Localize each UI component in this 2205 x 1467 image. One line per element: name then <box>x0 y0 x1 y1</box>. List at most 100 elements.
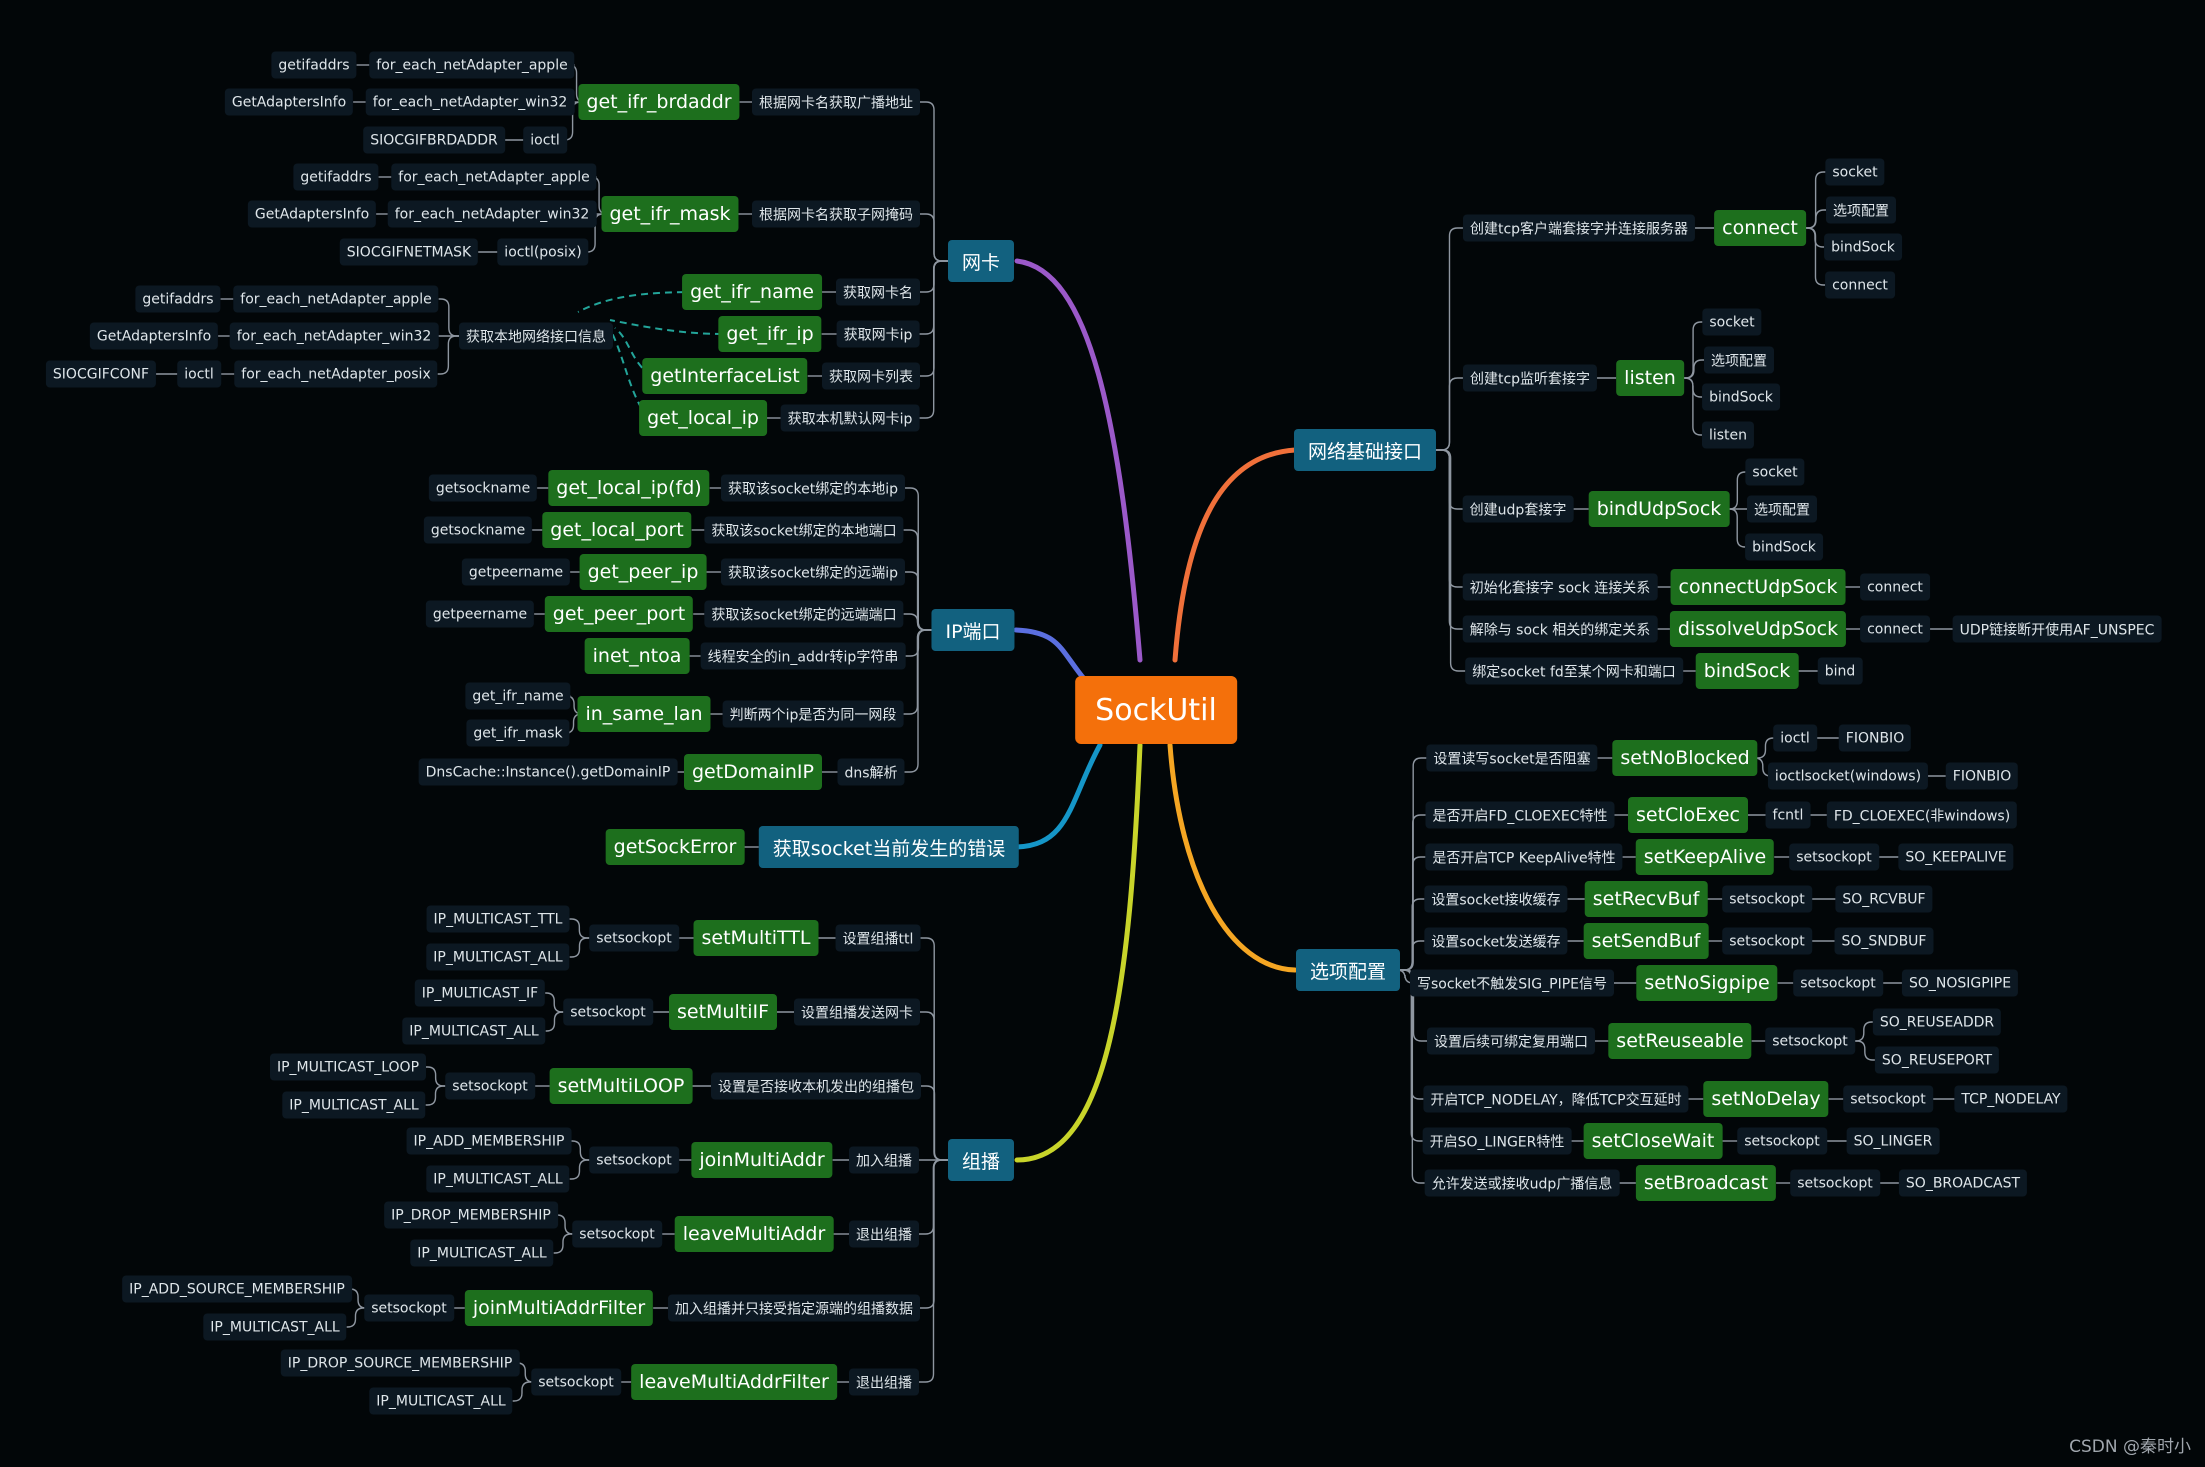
connector-leaf-leave-1 <box>557 1214 574 1235</box>
fn-get-local-port[interactable]: get_local_port <box>542 512 692 548</box>
desc-ttl: 设置组播ttl <box>835 924 921 952</box>
fn-get-local-ip[interactable]: get_local_ip <box>639 400 767 436</box>
desc-broadcast: 允许发送或接收udp广播信息 <box>1424 1169 1620 1197</box>
via-ttl: setsockopt <box>589 924 679 952</box>
desc-dudp: 解除与 sock 相关的绑定关系 <box>1462 615 1658 643</box>
fn-get-peer-port[interactable]: get_peer_port <box>544 596 694 632</box>
desc-leavef: 退出组播 <box>849 1368 919 1396</box>
leaf-lan-mask: get_ifr_mask <box>466 719 570 747</box>
fn-join-multi-addr[interactable]: joinMultiAddr <box>691 1142 833 1178</box>
fn-in-same-lan[interactable]: in_same_lan <box>577 696 711 732</box>
branch-wangka[interactable]: 网卡 <box>947 240 1015 282</box>
fn-get-ifr-name[interactable]: get_ifr_name <box>682 274 822 310</box>
fn-get-ifr-ip[interactable]: get_ifr_ip <box>718 316 822 352</box>
connector-leaf-ttl-1 <box>569 918 590 939</box>
fn-join-multi-addr-filter[interactable]: joinMultiAddrFilter <box>464 1290 654 1326</box>
leaf-cudp-1: connect <box>1860 573 1930 601</box>
desc-recvbuf: 设置socket接收缓存 <box>1424 885 1568 913</box>
fn-get-sock-error[interactable]: getSockError <box>605 829 745 865</box>
branch-ip[interactable]: IP端口 <box>931 609 1015 651</box>
desc-ifip: 获取网卡ip <box>836 320 920 348</box>
fn-set-clo-exec[interactable]: setCloExec <box>1627 797 1749 833</box>
connector-desc-sendbuf <box>1400 940 1425 971</box>
via-loop: setsockopt <box>445 1072 535 1100</box>
fn-connect[interactable]: connect <box>1714 210 1806 246</box>
fn-set-multi-loop[interactable]: setMultiLOOP <box>549 1068 693 1104</box>
fn-get-local-ip-fd[interactable]: get_local_ip(fd) <box>548 470 710 506</box>
leaf-dudp-1: connect <box>1860 615 1930 643</box>
fn-bind-udp-sock[interactable]: bindUdpSock <box>1588 491 1730 527</box>
dashed-link-ifip <box>609 319 723 335</box>
leaf-mask-ioctl: ioctl(posix) <box>497 238 589 266</box>
fn-set-broadcast[interactable]: setBroadcast <box>1635 1165 1777 1201</box>
fn-listen[interactable]: listen <box>1616 360 1684 396</box>
desc-leave: 退出组播 <box>849 1220 919 1248</box>
desc-mask: 根据网卡名获取子网掩码 <box>752 200 920 228</box>
fn-set-keep-alive[interactable]: setKeepAlive <box>1635 839 1775 875</box>
desc-loop: 设置是否接收本机发出的组播包 <box>711 1072 921 1100</box>
fn-set-recv-buf[interactable]: setRecvBuf <box>1584 881 1708 917</box>
fn-leave-multi-addr[interactable]: leaveMultiAddr <box>674 1216 834 1252</box>
fn-leave-multi-addr-filter[interactable]: leaveMultiAddrFilter <box>631 1364 837 1400</box>
trunk-multicast <box>1014 742 1143 1163</box>
branch-multicast[interactable]: 组播 <box>947 1139 1015 1181</box>
fn-set-multi-if[interactable]: setMultiIF <box>668 994 778 1030</box>
connector-leaf-conn-2 <box>1805 209 1826 229</box>
fn-set-send-buf[interactable]: setSendBuf <box>1583 923 1709 959</box>
fn-get-peer-ip[interactable]: get_peer_ip <box>579 554 707 590</box>
fn-set-close-wait[interactable]: setCloseWait <box>1583 1123 1723 1159</box>
connector-leaf-loop-1 <box>426 1066 446 1087</box>
leaf-mif-1: IP_MULTICAST_IF <box>414 979 546 1007</box>
fn-bind-sock[interactable]: bindSock <box>1695 653 1799 689</box>
fn-set-multi-ttl[interactable]: setMultiTTL <box>693 920 819 956</box>
desc-brdaddr: 根据网卡名获取广播地址 <box>752 88 920 116</box>
leaf-conn-4: connect <box>1825 271 1895 299</box>
desc-lport: 获取该socket绑定的本地端口 <box>704 516 904 544</box>
connector-desc-dudp <box>1436 449 1463 630</box>
connector-desc-listen <box>1436 377 1463 451</box>
connector-leaf-mif-1 <box>545 992 564 1013</box>
leaf-bind-1: bind <box>1817 657 1863 685</box>
fn-set-no-sigpipe[interactable]: setNoSigpipe <box>1636 965 1778 1001</box>
fn-get-ifr-brdaddr[interactable]: get_ifr_brdaddr <box>578 84 740 120</box>
fn-set-reuseable[interactable]: setReuseable <box>1608 1023 1752 1059</box>
connector-leaf-listen-4 <box>1683 377 1702 436</box>
fn-connect-udp-sock[interactable]: connectUdpSock <box>1670 569 1846 605</box>
leaf-join-2: IP_MULTICAST_ALL <box>426 1165 570 1193</box>
fn-get-interface-list[interactable]: getInterfaceList <box>642 358 808 394</box>
desc-cloexec: 是否开启FD_CLOEXEC特性 <box>1425 801 1615 829</box>
leaf-iface-ioctl: ioctl <box>177 360 221 388</box>
fn-get-ifr-mask[interactable]: get_ifr_mask <box>601 196 739 232</box>
leaf-pport: getpeername <box>425 600 535 628</box>
via-keepalive: setsockopt <box>1789 843 1879 871</box>
via-broadcast: setsockopt <box>1790 1169 1880 1197</box>
leaf-mask-siocg: SIOCGIFNETMASK <box>339 238 479 266</box>
leaf-iface-apple: for_each_netAdapter_apple <box>233 285 439 313</box>
leaf-loop-2: IP_MULTICAST_ALL <box>282 1091 426 1119</box>
fn-get-domain-ip[interactable]: getDomainIP <box>684 754 822 790</box>
root-node[interactable]: SockUtil <box>1075 676 1237 744</box>
connector-leaf-nb-1 <box>1757 737 1774 759</box>
leaf-joinf-1: IP_ADD_SOURCE_MEMBERSHIP <box>122 1275 352 1303</box>
leaf-ttl-1: IP_MULTICAST_TTL <box>426 905 570 933</box>
via-reuseable: setsockopt <box>1765 1027 1855 1055</box>
leaf-pip: getpeername <box>461 558 571 586</box>
desc-lan: 判断两个ip是否为同一网段 <box>722 700 904 728</box>
leaf-mif-2: IP_MULTICAST_ALL <box>402 1017 546 1045</box>
fn-dissolve-udp-sock[interactable]: dissolveUdpSock <box>1669 611 1847 647</box>
connector-leaf-listen-2 <box>1683 359 1704 379</box>
leaf-linger: SO_LINGER <box>1846 1127 1940 1155</box>
via-cloexec: fcntl <box>1765 801 1811 829</box>
leaf-joinf-2: IP_MULTICAST_ALL <box>203 1313 347 1341</box>
fn-set-no-blocked[interactable]: setNoBlocked <box>1612 740 1758 776</box>
leaf-cloexec: FD_CLOEXEC(非windows) <box>1826 801 2018 829</box>
branch-option[interactable]: 选项配置 <box>1295 949 1401 991</box>
leaf-lport: getsockname <box>423 516 533 544</box>
branch-sock-error[interactable]: 获取socket当前发生的错误 <box>758 826 1020 868</box>
trunk-error <box>1014 742 1103 850</box>
fn-inet-ntoa[interactable]: inet_ntoa <box>584 638 690 674</box>
fn-set-no-delay[interactable]: setNoDelay <box>1703 1081 1829 1117</box>
branch-basic[interactable]: 网络基础接口 <box>1293 429 1437 471</box>
connector-desc-leavef <box>919 1159 948 1383</box>
